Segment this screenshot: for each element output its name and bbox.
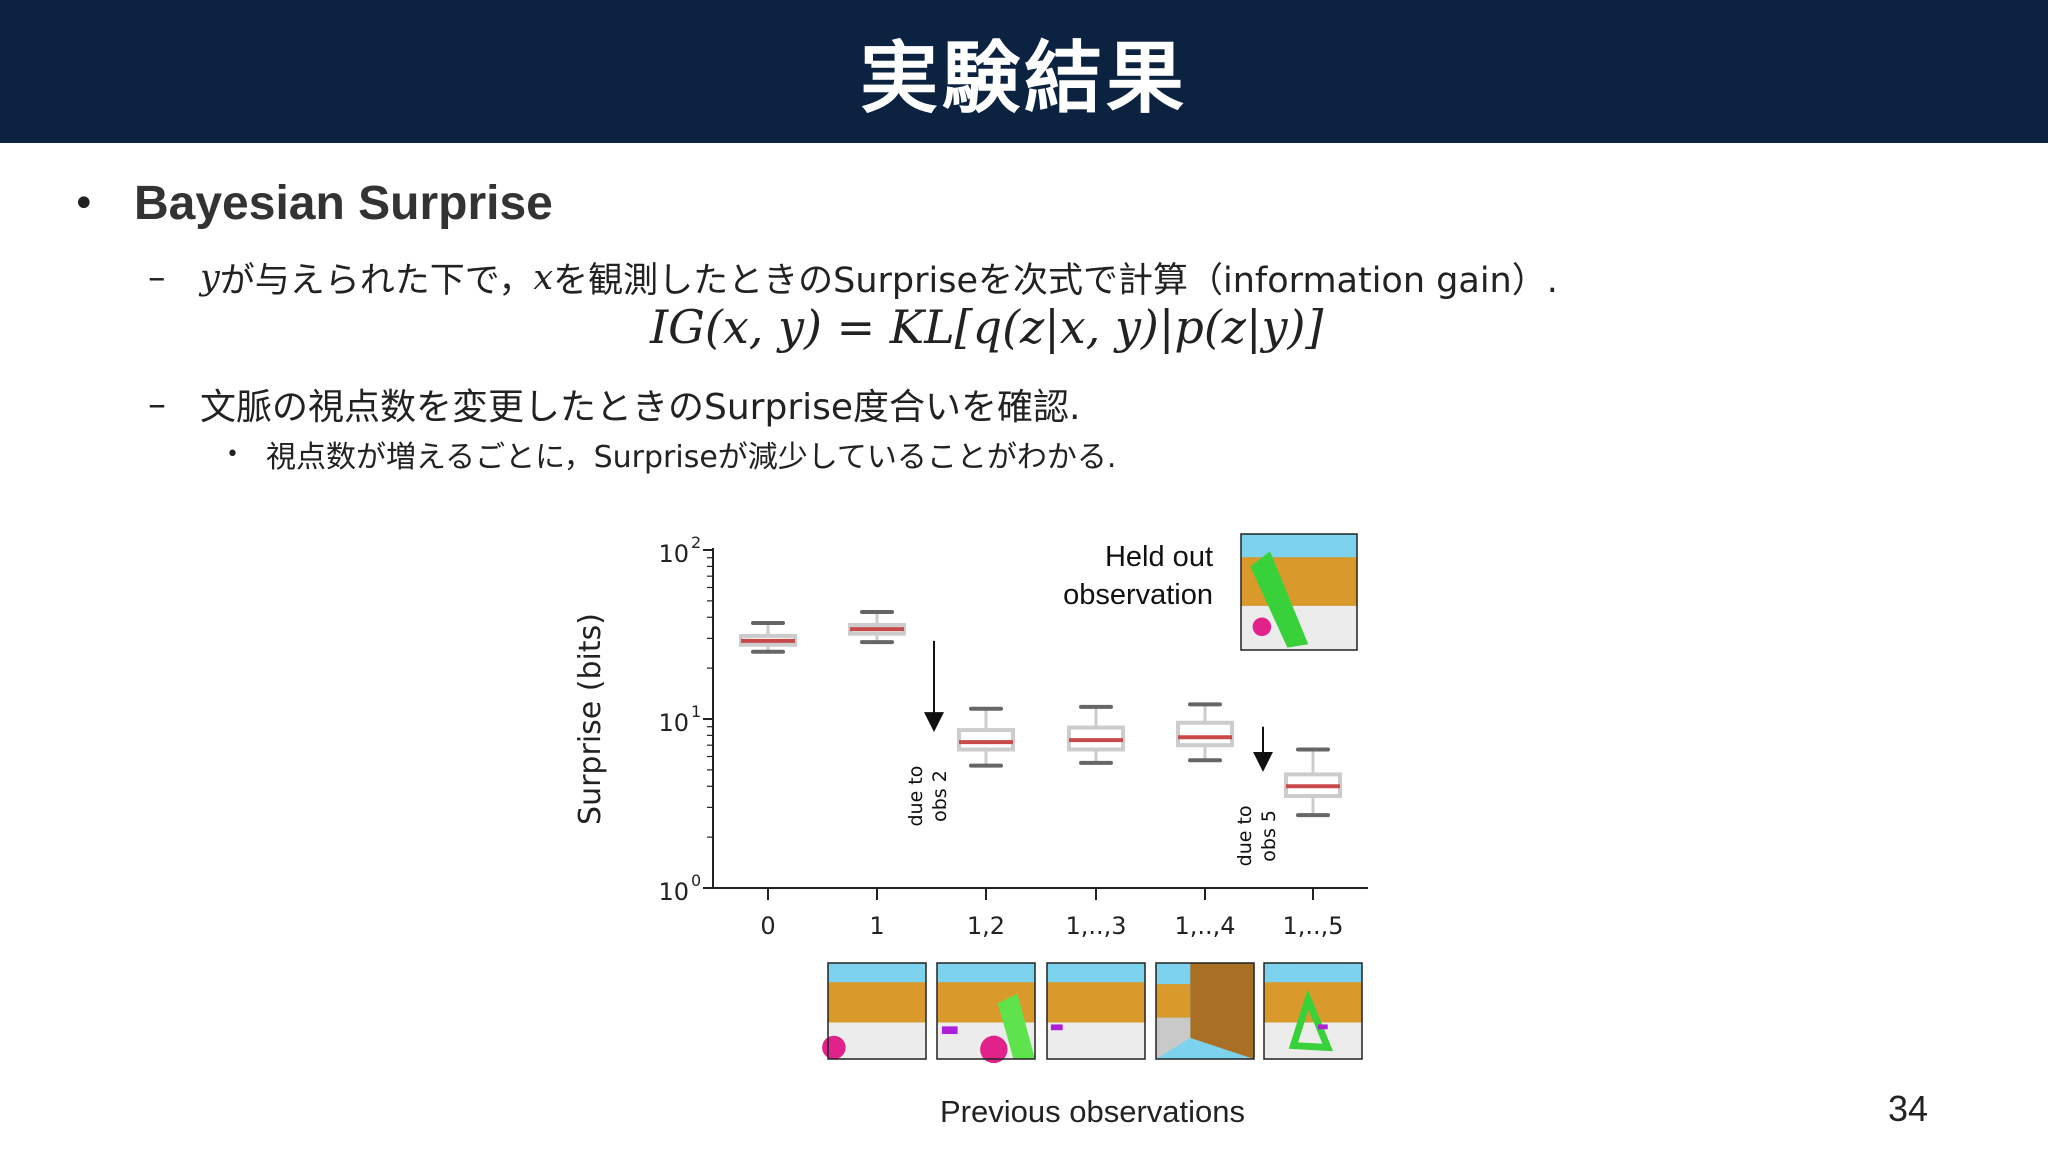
- bullet-bayesian-surprise: • Bayesian Surprise: [72, 176, 553, 231]
- sub-bullet-context: – 文脈の視点数を変更したときのSurprise度合いを確認.: [148, 378, 1080, 430]
- formula: IG(x, y) = KL[q(z|x, y)|p(z|y)]: [650, 300, 1324, 354]
- previous-observation-image-5: [1263, 962, 1363, 1060]
- slide-title: 実験結果: [859, 33, 1188, 124]
- title-bar: 実験結果: [0, 0, 2048, 143]
- box-1: [848, 609, 906, 645]
- heldout-label-1: Held out: [1105, 541, 1213, 573]
- bullet-dot: •: [72, 180, 96, 227]
- scene-purple-object: [1050, 1024, 1063, 1031]
- sub-bullet-ig: – y が与えられた下で， x を観測したときのSurpriseを次式で計算（i…: [148, 252, 1558, 303]
- scene-magenta-object: [1252, 617, 1272, 637]
- y-tick-label: 10: [658, 709, 689, 737]
- chart-boxes: [739, 609, 1342, 818]
- y-tick-exponent: 2: [691, 533, 701, 552]
- heldout-observation-image: [1240, 533, 1358, 651]
- box-0: [739, 620, 797, 654]
- y-tick-label: 10: [658, 878, 689, 906]
- scene-wall-far: [1156, 984, 1191, 1018]
- scene-frame: [1263, 962, 1363, 1060]
- var-y: y: [200, 257, 220, 298]
- sub1-pre: が与えられた下で，: [219, 261, 534, 301]
- var-x: x: [533, 257, 554, 298]
- page-number: 34: [1888, 1088, 1929, 1129]
- scene-green-object: [1288, 989, 1334, 1052]
- box-4: [1176, 702, 1234, 763]
- chart-thumbnails: Held out observation: [822, 533, 1363, 1064]
- scene-magenta-object: [980, 1035, 1008, 1064]
- scene-frame: [827, 962, 927, 1060]
- dash-icon: –: [148, 257, 166, 298]
- scene-floor: [828, 1022, 926, 1059]
- scene-wall-near: [1190, 963, 1254, 1059]
- bullet-dot: •: [226, 441, 239, 467]
- annotation-line2: obs 2: [929, 770, 951, 822]
- annotation-line1: due to: [1234, 805, 1256, 866]
- sub3-text: 視点数が増えるごとに，Surpriseが減少していることがわかる.: [266, 440, 1117, 475]
- bullet-text: Bayesian Surprise: [134, 177, 553, 230]
- box-body: [1176, 720, 1234, 748]
- x-tick-label: 1,..,5: [1282, 912, 1343, 940]
- y-tick-label: 10: [658, 540, 689, 568]
- y-tick-exponent: 0: [691, 871, 701, 890]
- scene-floor: [1264, 1022, 1362, 1059]
- scene-wall: [828, 982, 926, 1023]
- scene-purple-object: [1317, 1024, 1328, 1030]
- scene-frame: [1155, 962, 1255, 1060]
- y-tick-exponent: 1: [691, 702, 701, 721]
- x-axis-label: Previous observations: [940, 1094, 1245, 1129]
- annotation-line2: obs 5: [1258, 810, 1280, 862]
- x-tick-label: 1,..,3: [1065, 912, 1126, 940]
- box-5: [1284, 747, 1342, 818]
- scene-frame: [1240, 533, 1358, 651]
- previous-observation-image-2: [936, 962, 1036, 1064]
- heldout-label-2: observation: [1063, 579, 1213, 611]
- previous-observation-image-3: [1046, 962, 1146, 1060]
- scene-green-object: [1250, 551, 1309, 648]
- scene-wall: [1047, 982, 1145, 1023]
- x-tick-label: 0: [760, 912, 775, 940]
- sub1-post: を観測したときのSurpriseを次式で計算（information gain）…: [553, 261, 1558, 301]
- scene-green-object: [997, 993, 1035, 1059]
- scene-purple-object: [941, 1026, 958, 1035]
- x-tick-label: 1,..,4: [1174, 912, 1235, 940]
- box-3: [1067, 704, 1125, 765]
- scene-frame: [936, 962, 1036, 1060]
- x-tick-label: 1,2: [967, 912, 1005, 940]
- scene-floor: [1047, 1022, 1145, 1059]
- previous-observation-image-4: [1155, 962, 1255, 1060]
- dash-icon: –: [148, 383, 166, 425]
- scene-frame: [1046, 962, 1146, 1060]
- sub-sub-bullet: • 視点数が増えるごとに，Surpriseが減少していることがわかる.: [226, 432, 1116, 476]
- y-axis-label: Surprise (bits): [573, 613, 608, 825]
- annotation-line1: due to: [905, 766, 927, 827]
- scene-floor: [1156, 1017, 1191, 1059]
- box-body: [957, 728, 1015, 752]
- previous-observation-image-1: [822, 962, 927, 1060]
- box-2: [957, 706, 1015, 768]
- x-tick-label: 1: [869, 912, 884, 940]
- scene-magenta-object: [822, 1035, 846, 1060]
- sub2-text: 文脈の視点数を変更したときのSurprise度合いを確認.: [200, 387, 1081, 428]
